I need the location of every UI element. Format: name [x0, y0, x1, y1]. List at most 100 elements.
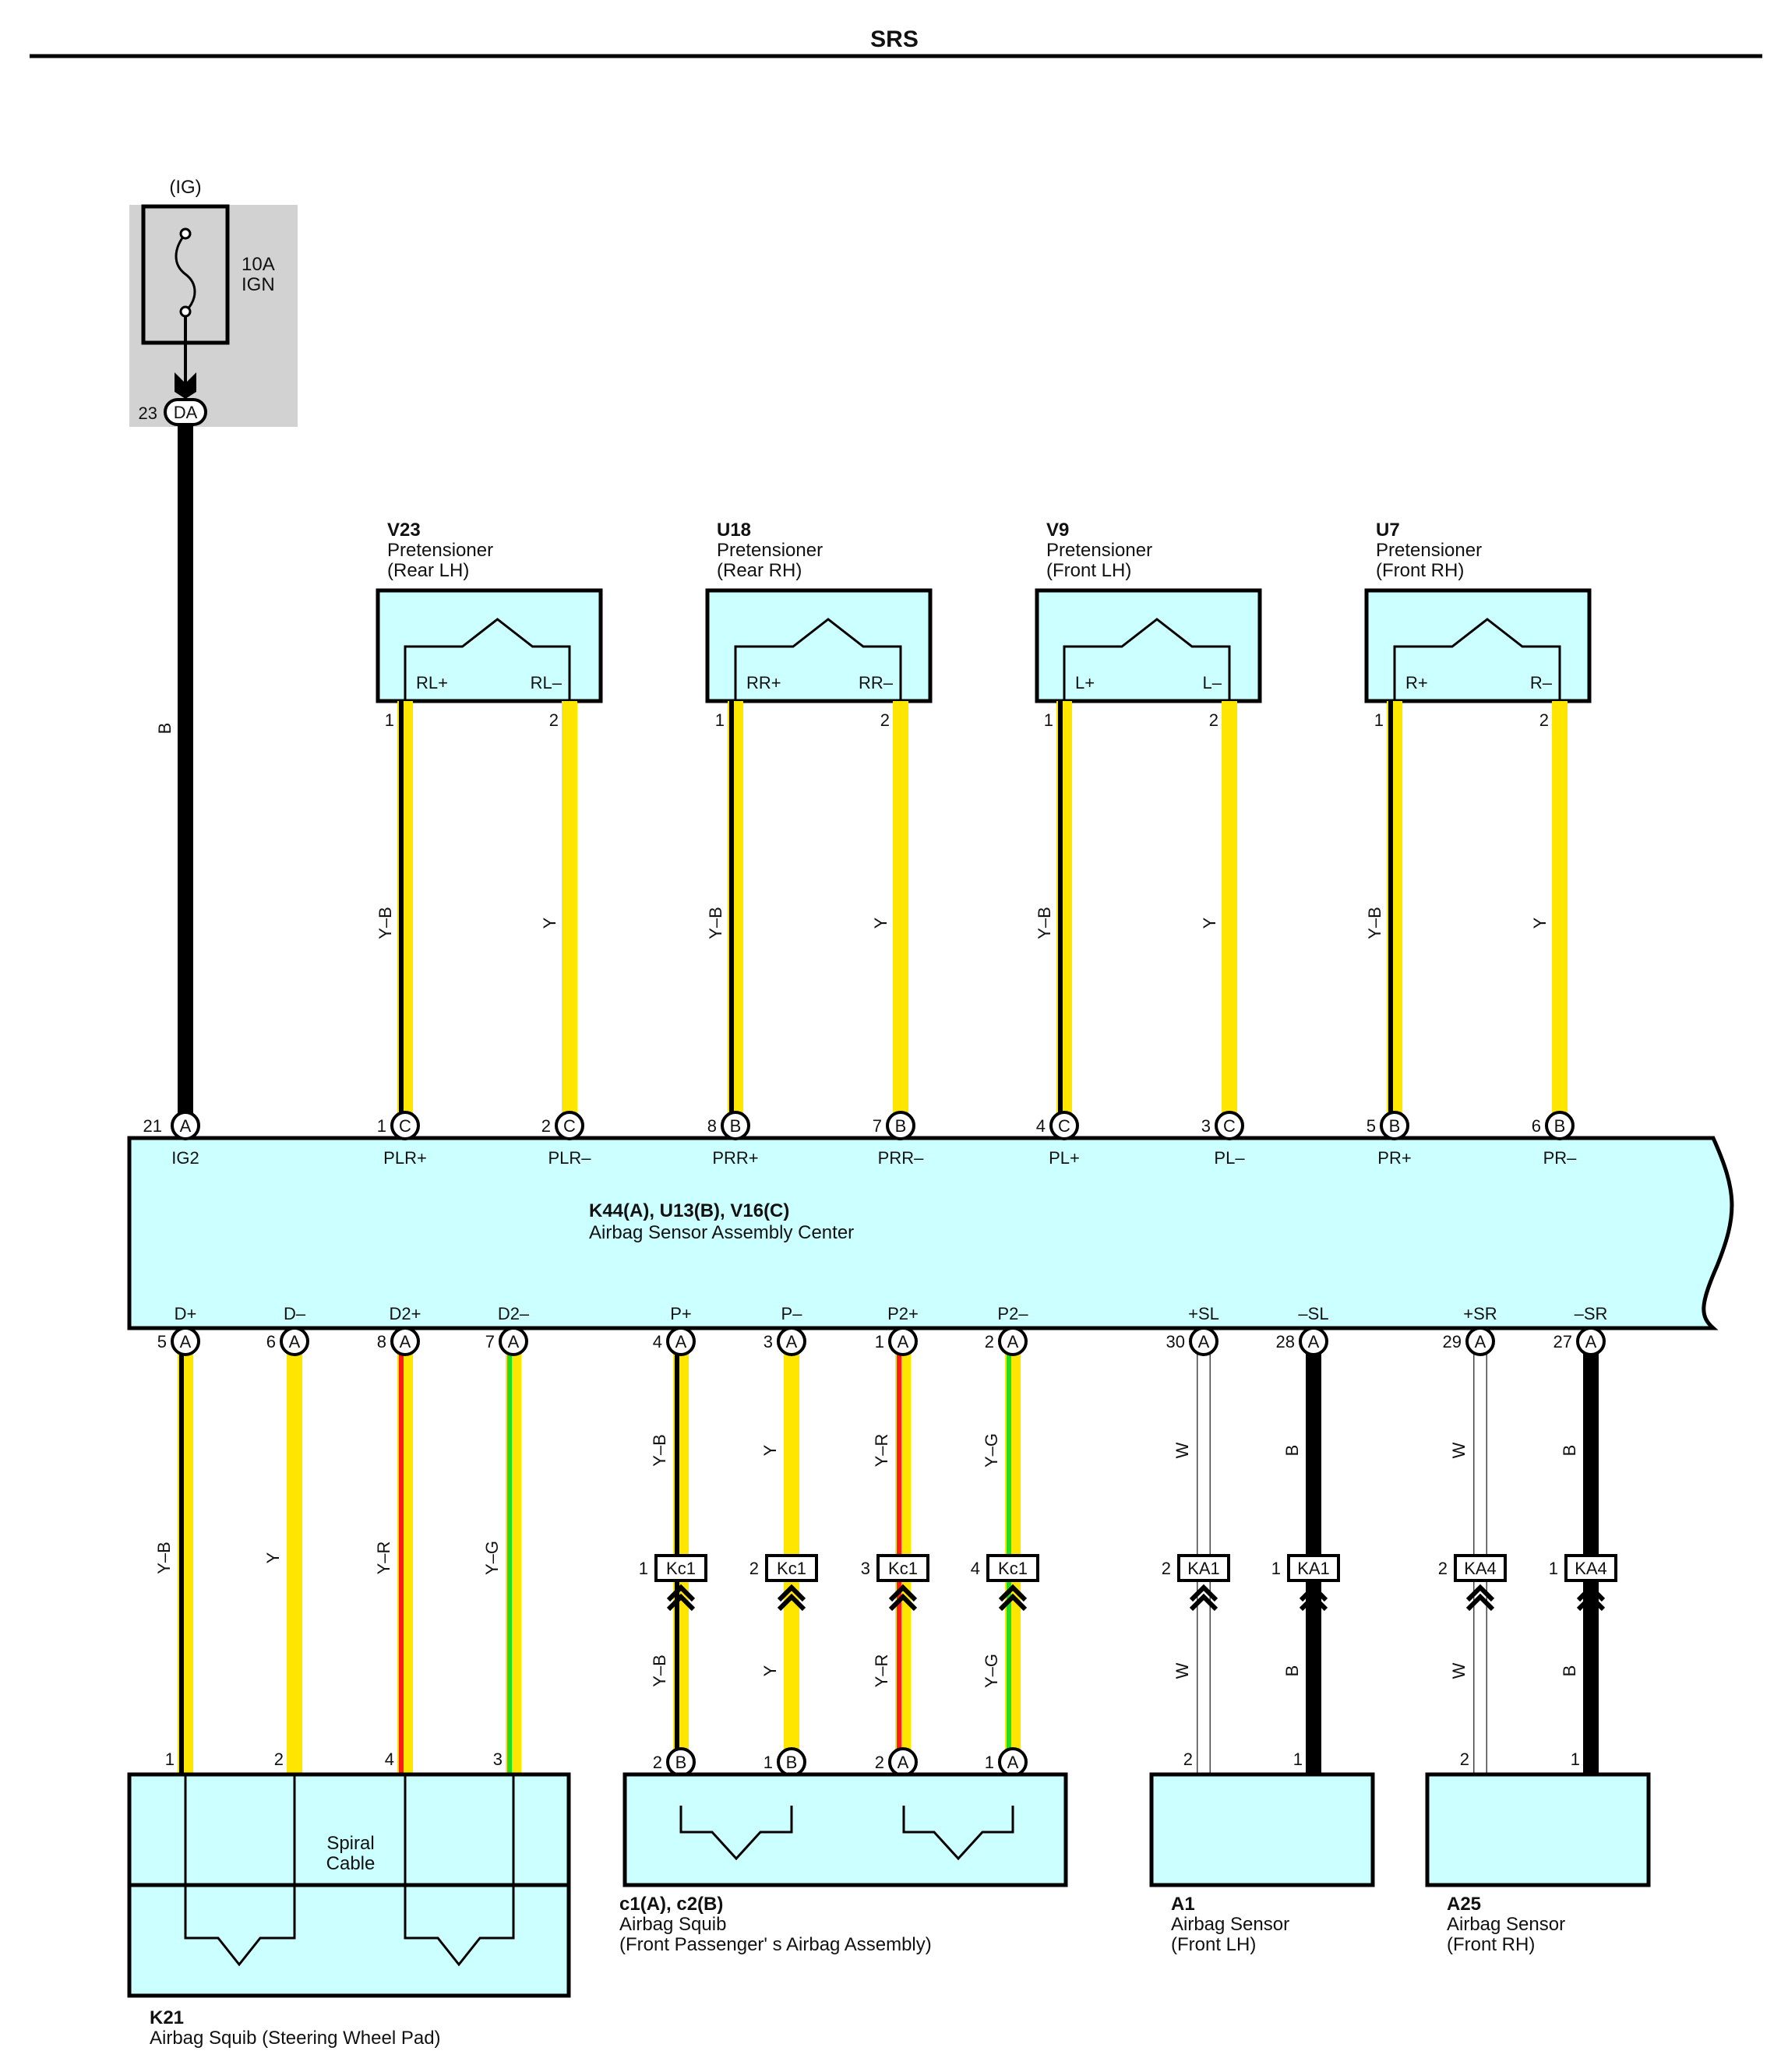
center-top-pin-1-num: 2	[541, 1116, 551, 1136]
kc1-2-pin: 3	[861, 1559, 870, 1578]
pretensioner-0-pin-plus: 1	[385, 710, 394, 730]
k21-cable-line1: Spiral	[326, 1833, 374, 1854]
pretensioner-3-pos: (Front RH)	[1376, 560, 1464, 581]
pretensioner-2-pos: (Front LH)	[1046, 560, 1131, 581]
passenger-name: Airbag Squib	[619, 1914, 726, 1935]
center-bottom-pin-4-conn: A	[675, 1332, 687, 1351]
ka-0-wire-top-label: W	[1173, 1442, 1192, 1458]
kc1-0-box	[654, 1554, 707, 1582]
kc1-3-wire-top-label: Y–G	[982, 1433, 1001, 1468]
kc1-3-name: Kc1	[998, 1559, 1028, 1578]
center-bottom-pin-4-circle	[666, 1327, 696, 1356]
sensor-a25-code: A25	[1447, 1894, 1481, 1915]
center-bottom-pin-8-conn: A	[1198, 1332, 1210, 1351]
fuse-icon	[175, 233, 196, 313]
kc1-1-pin: 2	[749, 1559, 759, 1578]
center-top-pin-2-label: PRR+	[712, 1148, 758, 1168]
fuse-shaded-area	[129, 205, 298, 427]
kc1-2-wire-top-label: Y–R	[872, 1434, 891, 1468]
center-bottom-pin-11-circle	[1576, 1327, 1606, 1356]
wire-ig2-color: B	[155, 723, 175, 735]
center-top-pin-3-label: PRR–	[878, 1148, 924, 1168]
k21-wire-1-pin: 2	[274, 1750, 284, 1769]
center-bottom-pin-2-label: D2+	[390, 1304, 421, 1323]
center-bottom-pin-4-num: 4	[653, 1332, 662, 1351]
fuse-arrow-icon	[175, 372, 196, 399]
kc1-0-chevron-icon	[666, 1584, 696, 1612]
k21-squib: Spiral Cable K21 Airbag Squib (Steering …	[127, 1772, 571, 2049]
kc1-2-wire-bottom-label: Y–R	[872, 1654, 891, 1688]
pretensioner-0-wire-plus-label: Y–B	[376, 907, 395, 939]
center-bottom-pin-1-num: 6	[266, 1332, 276, 1351]
center-bottom-pin-1-label: D–	[284, 1304, 306, 1323]
center-bottom-pin-5-label: P–	[781, 1304, 803, 1323]
center-top-pin-6-num: 5	[1367, 1116, 1376, 1136]
ka-3-chevron-icon	[1576, 1584, 1606, 1612]
center-top-pin-5-label: PL–	[1214, 1148, 1245, 1168]
ka-1-name: KA1	[1297, 1559, 1330, 1578]
center-top-pin-6-label: PR+	[1377, 1148, 1411, 1168]
passenger-squib-left-icon	[679, 1806, 793, 1861]
pretensioner-0-code: V23	[387, 520, 421, 541]
center-bottom-pin-6-circle	[888, 1327, 918, 1356]
center-top-pin-0-conn: C	[399, 1116, 411, 1136]
pretensioner-3-pin-plus: 1	[1374, 710, 1384, 730]
pretensioner-2-pin-minus: 2	[1209, 710, 1218, 730]
center-bottom-pin-6-conn: A	[898, 1332, 909, 1351]
center-top-pin-6-circle	[1380, 1111, 1409, 1140]
passenger-pin-3-conn: A	[1007, 1753, 1019, 1772]
ka-1-box	[1287, 1554, 1340, 1582]
center-top-pin-5-conn: C	[1223, 1116, 1236, 1136]
pin-ig2-conn: A	[180, 1116, 192, 1136]
center-bottom-pin-9-label: –SL	[1298, 1304, 1328, 1323]
center-bottom-pin-9-num: 28	[1276, 1332, 1295, 1351]
center-bottom-pin-5-num: 3	[764, 1332, 773, 1351]
center-bottom-pin-10-label: +SR	[1463, 1304, 1497, 1323]
pretensioner-1-name: Pretensioner	[717, 540, 823, 561]
pretensioner-3-code: U7	[1376, 520, 1400, 541]
center-bottom-pin-5-conn: A	[786, 1332, 798, 1351]
pretensioner-1-pos: (Rear RH)	[717, 560, 802, 581]
ka-3-wire-bottom-label: B	[1560, 1665, 1579, 1677]
passenger-squib-right-icon	[902, 1806, 1014, 1861]
k21-wire-0-label: Y–B	[154, 1542, 174, 1574]
pretensioner-3-name: Pretensioner	[1376, 540, 1482, 561]
center-top-pin-7-num: 6	[1532, 1116, 1541, 1136]
k21-wire-2-pin: 4	[385, 1750, 394, 1769]
kc1-1-wire-bottom-label: Y	[760, 1665, 780, 1676]
center-bottom-pin-9-circle	[1299, 1327, 1328, 1356]
pretensioner-2-wire-plus-label: Y–B	[1035, 907, 1054, 939]
center-bottom-pin-7-label: P2–	[997, 1304, 1028, 1323]
center-bottom-pin-7-conn: A	[1007, 1332, 1019, 1351]
k21-wire-2-label: Y–R	[374, 1542, 393, 1575]
passenger-pin-2-conn: A	[898, 1753, 909, 1772]
fuse-terminal-bottom	[179, 305, 192, 318]
ka-3-box	[1564, 1554, 1617, 1582]
kc1-0-pin: 1	[639, 1559, 648, 1578]
pretensioner-2-code: V9	[1046, 520, 1069, 541]
passenger-pin-0-conn: B	[675, 1753, 687, 1772]
center-bottom-pin-5-circle	[777, 1327, 806, 1356]
kc1-3-pin: 4	[971, 1559, 980, 1578]
ka-1-wire-top-label: B	[1282, 1445, 1302, 1457]
center-bottom-pin-3-label: D2–	[498, 1304, 530, 1323]
pretensioner-0-name: Pretensioner	[387, 540, 493, 561]
center-bottom-pin-7-num: 2	[985, 1332, 994, 1351]
center-top-pin-1-circle	[555, 1111, 584, 1140]
pretensioner-0-wire-minus-label: Y	[540, 917, 559, 929]
center-top-pin-6-conn: B	[1389, 1116, 1401, 1136]
pretensioner-0-element-icon	[404, 618, 571, 701]
center-bottom-pin-7-circle	[998, 1327, 1028, 1356]
kc1-3-box	[986, 1554, 1039, 1582]
passenger-pin-0-num: 2	[653, 1753, 662, 1772]
center-top-pin-7-conn: B	[1554, 1116, 1566, 1136]
k21-wire-3-pin: 3	[493, 1750, 503, 1769]
kc1-3-chevron-icon	[998, 1584, 1028, 1612]
passenger-squib: c1(A), c2(B) Airbag Squib (Front Passeng…	[619, 1772, 1068, 1955]
ka-1-pin: 1	[1271, 1559, 1281, 1578]
sensor-a1-box	[1149, 1772, 1375, 1887]
kc1-1-wire-top-label: Y	[760, 1444, 780, 1456]
ka-0-box	[1177, 1554, 1230, 1582]
ka-2-box	[1454, 1554, 1507, 1582]
